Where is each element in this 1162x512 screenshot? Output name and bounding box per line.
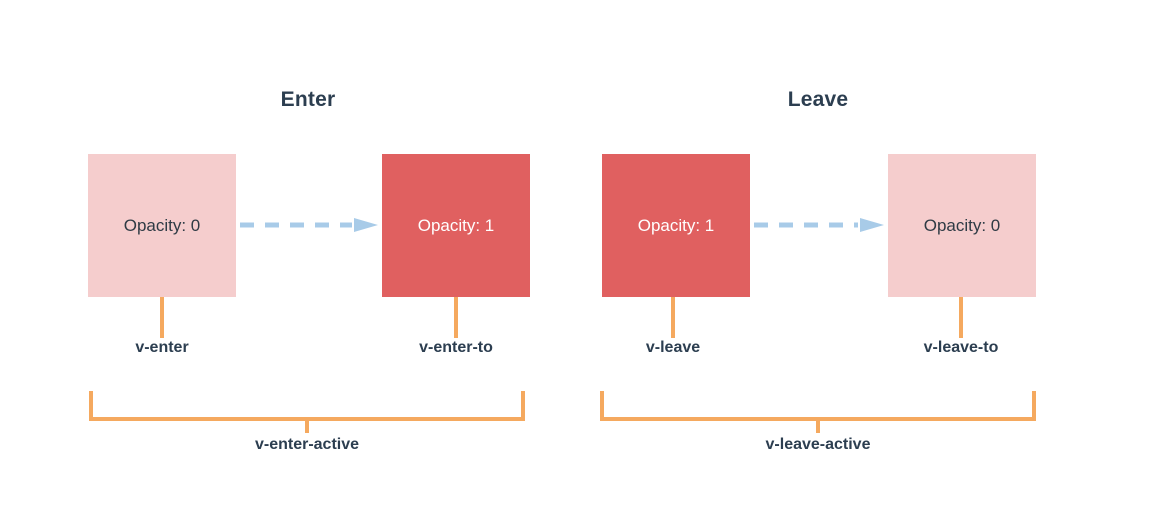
transition-arrow-enter — [240, 218, 378, 232]
state-box-opacity-label: Opacity: 0 — [923, 216, 1001, 235]
state-box-v-leave: Opacity: 1 — [602, 154, 750, 297]
class-label-v-enter: v-enter — [135, 339, 189, 356]
state-box-opacity-label: Opacity: 0 — [123, 216, 201, 235]
stem-v-leave-to — [959, 297, 963, 338]
bracket-v-enter-active — [87, 390, 527, 434]
state-box-opacity-label: Opacity: 1 — [637, 216, 715, 235]
class-label-v-enter-to: v-enter-to — [419, 339, 493, 356]
stem-v-enter-to — [454, 297, 458, 338]
bracket-v-leave-active — [598, 390, 1038, 434]
stem-v-leave — [671, 297, 675, 338]
class-label-v-leave: v-leave — [645, 339, 701, 356]
group-title-enter: Enter — [280, 88, 336, 111]
state-box-v-enter-to: Opacity: 1 — [382, 154, 530, 297]
stem-v-enter — [160, 297, 164, 338]
group-title-leave: Leave — [787, 88, 849, 111]
state-box-v-enter: Opacity: 0 — [88, 154, 236, 297]
transition-arrow-leave — [754, 218, 884, 232]
state-box-opacity-label: Opacity: 1 — [417, 216, 495, 235]
class-label-v-leave-to: v-leave-to — [923, 339, 999, 356]
state-box-v-leave-to: Opacity: 0 — [888, 154, 1036, 297]
active-label-v-leave-active: v-leave-active — [765, 436, 871, 453]
active-label-v-enter-active: v-enter-active — [254, 436, 360, 453]
